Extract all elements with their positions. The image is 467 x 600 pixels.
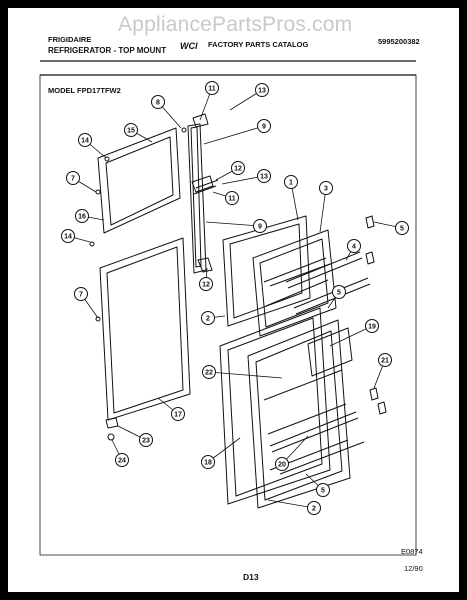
shelf-clips — [365, 215, 375, 265]
callout-balloon-7 — [66, 171, 80, 185]
callout-label-8: 8 — [156, 100, 160, 107]
callout-label-3: 3 — [324, 186, 328, 193]
callout-label-11: 11 — [228, 196, 236, 203]
catalog-number: 5995200382 — [378, 37, 420, 46]
leader-line-22 — [208, 371, 283, 379]
callout-balloon-1 — [284, 175, 298, 189]
diagram-code: E0874 — [401, 547, 423, 556]
leader-line-9 — [203, 125, 265, 145]
freezer-inner-panel — [252, 229, 337, 337]
callout-balloon-16 — [75, 209, 89, 223]
callout-balloon-4 — [347, 239, 361, 253]
exploded-parts-drawing: 1223455577899111112121313141415161718192… — [39, 60, 417, 556]
callout-label-17: 17 — [174, 412, 182, 419]
callout-balloon-17 — [171, 407, 185, 421]
callout-balloon-21 — [378, 353, 392, 367]
callout-label-20: 20 — [278, 462, 286, 469]
callout-balloon-19 — [365, 319, 379, 333]
callout-label-24: 24 — [118, 458, 126, 465]
leader-line-3 — [319, 187, 327, 233]
fresh-food-shelf-bars — [269, 411, 365, 475]
callout-balloon-7 — [74, 287, 88, 301]
callout-label-14: 14 — [81, 138, 89, 145]
freezer-door-gasket — [97, 127, 181, 234]
callout-label-1: 1 — [289, 180, 293, 187]
leader-line-9 — [205, 221, 261, 227]
page-date: 12/90 — [404, 564, 423, 573]
callout-label-5: 5 — [337, 290, 341, 297]
callout-label-12: 12 — [234, 166, 242, 173]
callout-balloon-14 — [61, 229, 75, 243]
leader-line-19 — [329, 325, 373, 347]
leader-line-2 — [267, 499, 315, 509]
callout-label-7: 7 — [71, 176, 75, 183]
product-type-label: REFRIGERATOR - TOP MOUNT — [48, 46, 167, 55]
callout-balloon-13 — [257, 169, 271, 183]
freezer-shelf-rails — [285, 251, 371, 315]
watermark-text: AppliancePartsPros.com — [118, 13, 353, 36]
callout-balloon-3 — [319, 181, 333, 195]
callout-balloon-24 — [115, 453, 129, 467]
callout-label-2: 2 — [206, 316, 210, 323]
callout-balloon-2 — [201, 311, 215, 325]
callout-group: 1223455577899111112121313141415161718192… — [61, 81, 409, 515]
callout-label-5: 5 — [321, 488, 325, 495]
wci-logo: WCI — [180, 41, 198, 51]
callout-balloon-12 — [231, 161, 245, 175]
parts-sheet: FRIGIDAIRE REFRIGERATOR - TOP MOUNT WCI … — [8, 8, 459, 592]
fresh-food-door-liner — [219, 307, 331, 505]
callout-label-16: 16 — [78, 214, 86, 221]
callout-balloon-20 — [275, 457, 289, 471]
callout-balloon-12 — [199, 277, 213, 291]
page-number: D13 — [243, 572, 259, 582]
catalog-title: FACTORY PARTS CATALOG — [208, 40, 309, 49]
callout-label-18: 18 — [204, 460, 212, 467]
callout-label-9: 9 — [258, 224, 262, 231]
callout-label-13: 13 — [260, 174, 268, 181]
callout-balloon-5 — [332, 285, 346, 299]
callout-label-23: 23 — [142, 438, 150, 445]
callout-balloon-22 — [202, 365, 216, 379]
callout-label-12: 12 — [202, 282, 210, 289]
callout-balloon-9 — [253, 219, 267, 233]
drawing-frame — [39, 74, 417, 556]
callout-balloon-14 — [78, 133, 92, 147]
callout-label-7: 7 — [79, 292, 83, 299]
hinge-cover-strip — [187, 113, 209, 274]
callout-balloon-18 — [201, 455, 215, 469]
callout-balloon-11 — [205, 81, 219, 95]
callout-balloon-2 — [307, 501, 321, 515]
callout-label-19: 19 — [368, 324, 376, 331]
callout-label-9: 9 — [262, 124, 266, 131]
freezer-door-liner — [222, 215, 311, 327]
brand-label: FRIGIDAIRE — [48, 35, 92, 44]
small-hardware — [89, 127, 387, 441]
callout-balloon-8 — [151, 95, 165, 109]
callout-label-15: 15 — [127, 128, 135, 135]
callout-label-5: 5 — [400, 226, 404, 233]
callout-label-2: 2 — [312, 506, 316, 513]
callout-label-14: 14 — [64, 234, 72, 241]
callout-label-22: 22 — [205, 370, 213, 377]
model-label: MODEL FPD17TFW2 — [48, 86, 121, 95]
callout-label-11: 11 — [208, 86, 216, 93]
callout-balloon-11 — [225, 191, 239, 205]
callout-label-21: 21 — [381, 358, 389, 365]
callout-label-13: 13 — [258, 88, 266, 95]
hinge-assembly — [191, 175, 219, 273]
callout-balloon-9 — [257, 119, 271, 133]
callout-balloon-5 — [316, 483, 330, 497]
callout-balloon-5 — [395, 221, 409, 235]
callout-balloon-13 — [255, 83, 269, 97]
callout-balloon-15 — [124, 123, 138, 137]
callout-balloon-23 — [139, 433, 153, 447]
leader-line-13 — [221, 175, 265, 185]
fresh-food-door-gasket — [99, 237, 191, 421]
callout-label-4: 4 — [352, 244, 356, 251]
